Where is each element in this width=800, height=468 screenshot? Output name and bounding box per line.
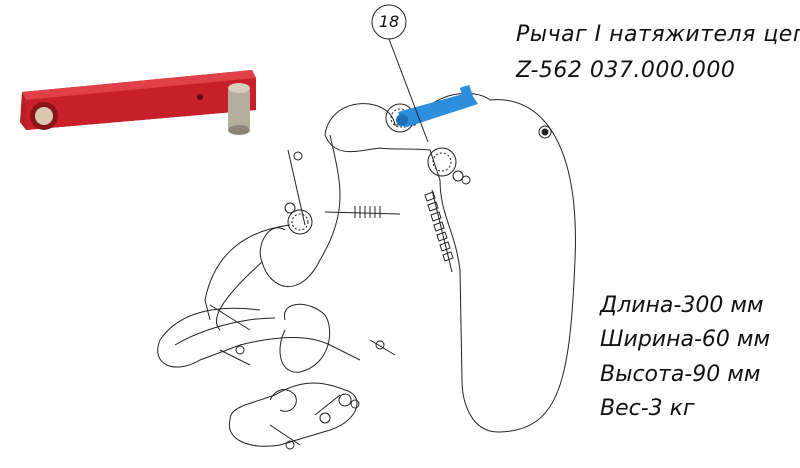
springs-bolts xyxy=(209,125,552,450)
chain-loops xyxy=(157,92,576,447)
highlighted-lever xyxy=(396,84,478,128)
callout-number: 18 xyxy=(378,12,400,31)
callout-18 xyxy=(371,4,429,143)
part-title: Рычаг I натяжителя цепи xyxy=(516,22,800,47)
spec-height: Высота-90 мм xyxy=(600,362,761,387)
spec-weight: Вес-3 кг xyxy=(600,396,695,421)
spec-width: Ширина-60 мм xyxy=(600,327,771,352)
lever-photo xyxy=(20,70,256,135)
spec-length: Длина-300 мм xyxy=(600,293,764,318)
part-number: Z-562 037.000.000 xyxy=(516,58,736,83)
sprockets xyxy=(287,103,457,235)
